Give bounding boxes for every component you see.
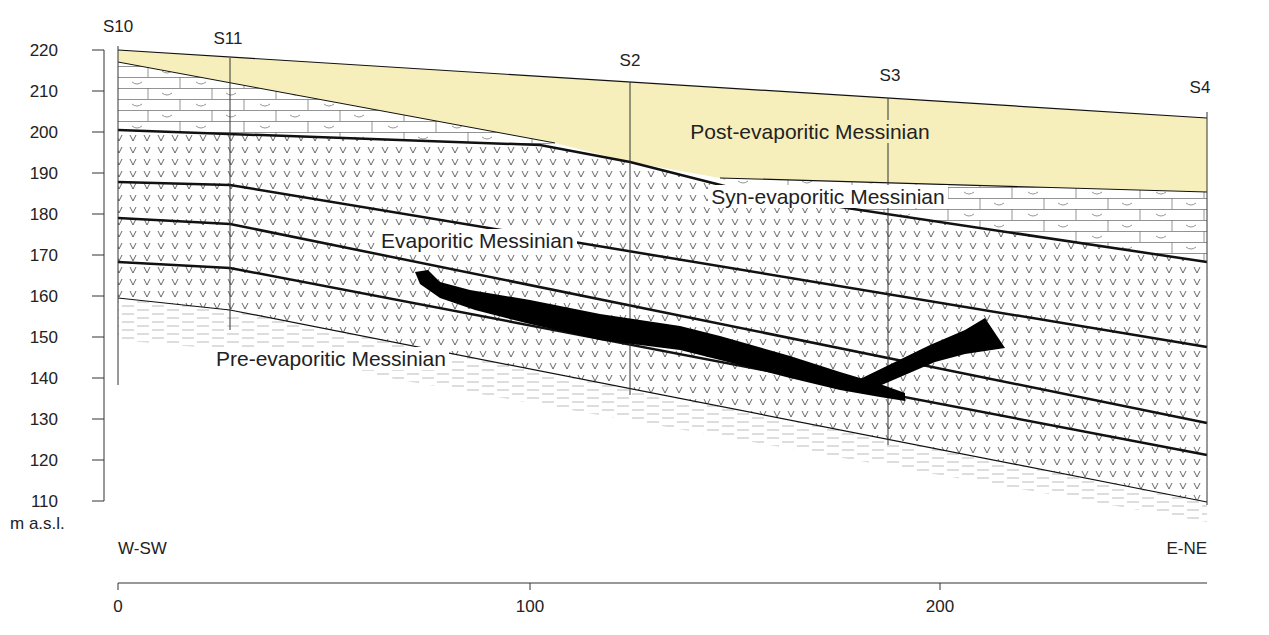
borehole-label: S10 bbox=[103, 18, 133, 35]
axis-value: 220 bbox=[30, 42, 58, 59]
axis-value: 0 bbox=[113, 598, 122, 615]
axis-value: 120 bbox=[30, 452, 58, 469]
axis-unit: m a.s.l. bbox=[10, 515, 65, 532]
direction-label: W-SW bbox=[118, 540, 167, 557]
axis-value: 190 bbox=[30, 165, 58, 182]
axis-ticks bbox=[92, 50, 104, 501]
axis-value: 150 bbox=[30, 329, 58, 346]
axis-value: 210 bbox=[30, 83, 58, 100]
borehole-lines bbox=[118, 46, 1207, 505]
axis-value: 100 bbox=[516, 598, 544, 615]
unit-label: Evaporitic Messinian bbox=[378, 229, 577, 252]
axis-value: 160 bbox=[30, 288, 58, 305]
unit-label: Pre-evaporitic Messinian bbox=[213, 347, 449, 370]
unit-label: Post-evaporitic Messinian bbox=[687, 120, 932, 143]
axis-value: 200 bbox=[926, 598, 954, 615]
borehole-label: S3 bbox=[880, 67, 901, 84]
axis-value: 200 bbox=[30, 124, 58, 141]
borehole-label: S2 bbox=[620, 52, 641, 69]
axis-value: 170 bbox=[30, 247, 58, 264]
direction-label: E-NE bbox=[1166, 540, 1207, 557]
axes bbox=[104, 50, 1207, 590]
borehole-label: S11 bbox=[214, 30, 243, 47]
axis-value: 180 bbox=[30, 206, 58, 223]
borehole-label: S4 bbox=[1190, 79, 1211, 96]
layer-boundaries bbox=[118, 50, 1207, 502]
axis-value: 130 bbox=[30, 411, 58, 428]
cave-outline bbox=[415, 270, 1005, 401]
axis-value: 140 bbox=[30, 370, 58, 387]
axis-value: 110 bbox=[31, 493, 58, 510]
unit-label: Syn-evaporitic Messinian bbox=[708, 185, 947, 208]
